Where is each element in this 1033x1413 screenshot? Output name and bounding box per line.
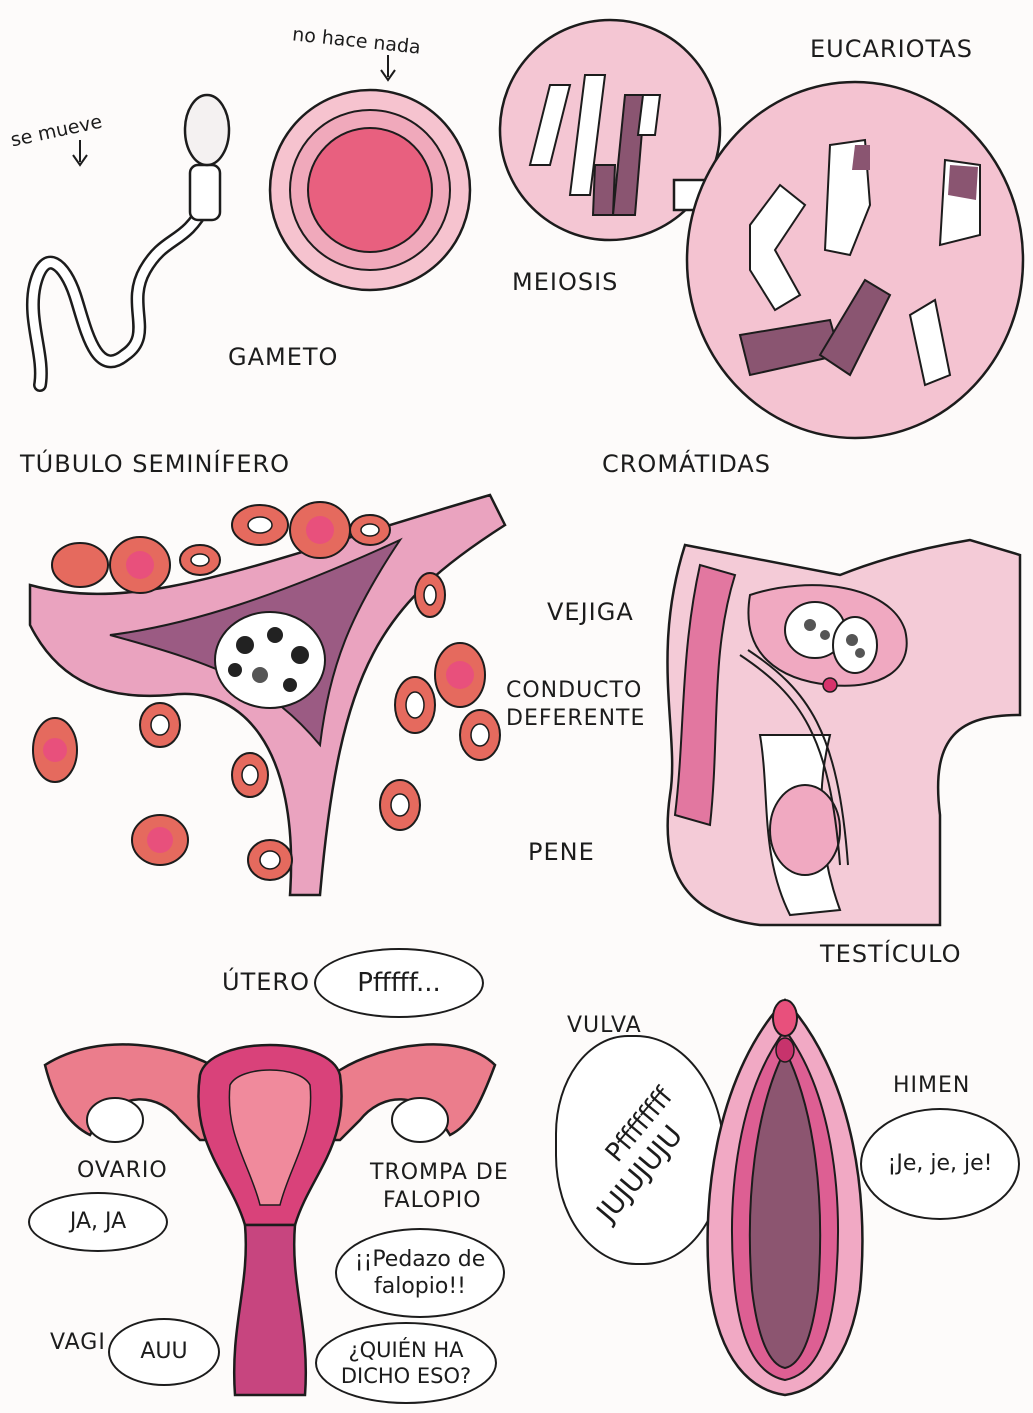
meiosis-label: MEIOSIS (512, 268, 618, 296)
ovario-label: OVARIO (77, 1158, 168, 1183)
himen-label: HIMEN (893, 1073, 970, 1098)
testiculo-label: TESTÍCULO (820, 940, 962, 968)
seminiferous-tubule-illustration (20, 485, 510, 895)
quien-bubble-line2: DICHO ESO? (341, 1363, 471, 1389)
vagina-label: VAGI (50, 1330, 106, 1355)
vejiga-label: VEJIGA (547, 598, 634, 626)
utero-speech-bubble: Pfffff... (314, 948, 484, 1018)
himen-speech-bubble: ¡Je, je, je! (860, 1108, 1020, 1220)
eukaryote-cell-illustration (680, 75, 1025, 440)
falopio-bubble-line2: falopio!! (374, 1273, 466, 1301)
egg-note: no hace nada (291, 23, 422, 58)
falopio-bubble-line1: ¡¡Pedazo de (355, 1246, 486, 1274)
utero-label: ÚTERO (222, 968, 310, 996)
trompa-label-line2: FALOPIO (383, 1188, 482, 1213)
trompa-label-line1: TROMPA DE (370, 1160, 509, 1185)
ovario-speech-bubble: JA, JA (28, 1192, 168, 1252)
arrow-down-icon (378, 55, 398, 83)
eucariotas-label: EUCARIOTAS (810, 35, 973, 63)
tubulo-label: TÚBULO SEMINÍFERO (20, 450, 290, 478)
conducto-label-line2: DEFERENTE (506, 706, 645, 731)
arrow-down-icon (70, 140, 90, 168)
quien-bubble-line1: ¿QUIÉN HA (348, 1337, 463, 1363)
gameto-label: GAMETO (228, 343, 338, 371)
falopio-speech-bubble: ¡¡Pedazo de falopio!! (335, 1228, 505, 1318)
egg-cell-illustration (265, 85, 475, 295)
vulva-illustration (700, 990, 870, 1400)
cromatidas-label: CROMÁTIDAS (602, 450, 771, 478)
male-reproductive-illustration (640, 535, 1025, 930)
pene-label: PENE (528, 838, 595, 866)
quien-speech-bubble: ¿QUIÉN HA DICHO ESO? (315, 1322, 497, 1404)
vagina-speech-bubble: AUU (108, 1318, 220, 1386)
conducto-label-line1: CONDUCTO (506, 678, 642, 703)
